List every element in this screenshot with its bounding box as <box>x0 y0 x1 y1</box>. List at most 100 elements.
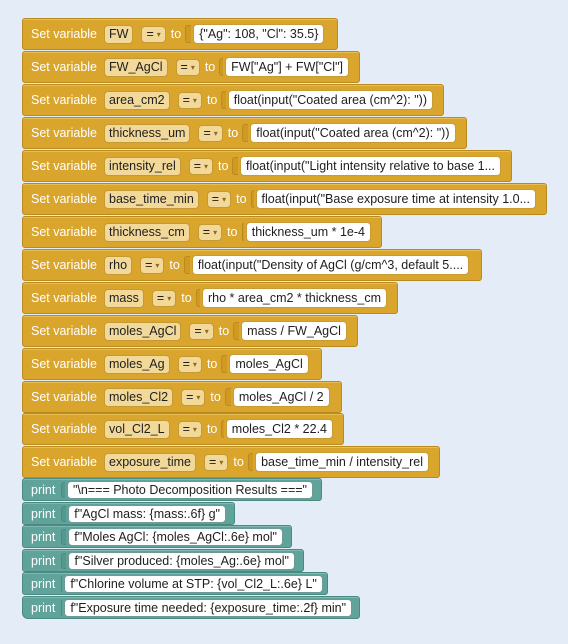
variable-name-field[interactable]: FW_AgCl <box>104 57 168 77</box>
operator-value: = <box>180 59 188 74</box>
print-block[interactable]: print"\n=== Photo Decomposition Results … <box>22 478 322 501</box>
variable-name-field[interactable]: mass <box>104 288 144 308</box>
string-block[interactable]: f"Silver produced: {moles_Ag:.6e} mol" <box>68 551 295 570</box>
expression-text[interactable]: mass / FW_AgCl <box>247 324 341 338</box>
string-text[interactable]: f"Chlorine volume at STP: {vol_Cl2_L:.6e… <box>70 576 317 591</box>
variable-name-field[interactable]: FW <box>104 24 134 44</box>
expression-block[interactable]: float(input("Density of AgCl (g/cm^3, de… <box>191 255 470 275</box>
expression-block[interactable]: rho * area_cm2 * thickness_cm <box>202 288 387 308</box>
expression-text[interactable]: FW["Ag"] + FW["Cl"] <box>231 60 343 74</box>
variable-name-field[interactable]: area_cm2 <box>104 90 170 110</box>
operator-dropdown[interactable]: =▾ <box>204 453 229 471</box>
operator-dropdown[interactable]: =▾ <box>189 322 214 340</box>
expression-text[interactable]: moles_AgCl / 2 <box>238 390 324 404</box>
expression-text[interactable]: float(input("Density of AgCl (g/cm^3, de… <box>197 258 464 272</box>
operator-dropdown[interactable]: =▾ <box>197 223 223 241</box>
expression-block[interactable]: base_time_min / intensity_rel <box>255 452 429 472</box>
expression-block[interactable]: thickness_um * 1e-4 <box>245 222 371 242</box>
string-text[interactable]: "\n=== Photo Decomposition Results ===" <box>72 482 307 497</box>
expression-block[interactable]: float(input("Light intensity relative to… <box>239 156 501 176</box>
set-variable-label: Set variable <box>31 159 98 173</box>
operator-dropdown[interactable]: =▾ <box>141 25 166 43</box>
variable-name-field[interactable]: intensity_rel <box>104 156 181 176</box>
expression-block[interactable]: moles_Cl2 * 22.4 <box>225 419 333 439</box>
expression-text[interactable]: moles_AgCl <box>235 357 303 371</box>
expression-block[interactable]: float(input("Coated area (cm^2): ")) <box>227 90 433 110</box>
expression-text[interactable]: moles_Cl2 * 22.4 <box>231 422 327 436</box>
input-connector <box>250 190 254 208</box>
operator-dropdown[interactable]: =▾ <box>177 355 202 373</box>
operator-dropdown[interactable]: =▾ <box>181 388 206 406</box>
string-text[interactable]: f"Exposure time needed: {exposure_time:.… <box>70 600 347 615</box>
expression-text[interactable]: float(input("Base exposure time at inten… <box>261 192 530 206</box>
variable-name-field[interactable]: vol_Cl2_L <box>104 419 170 439</box>
set-variable-label: Set variable <box>31 225 98 239</box>
operator-value: = <box>182 356 190 371</box>
expression-text[interactable]: float(input("Coated area (cm^2): ")) <box>233 93 427 107</box>
chevron-down-icon: ▾ <box>156 29 161 39</box>
expression-text[interactable]: thickness_um * 1e-4 <box>251 225 365 239</box>
string-text[interactable]: f"Moles AgCl: {moles_AgCl:.6e} mol" <box>74 529 277 544</box>
operator-dropdown[interactable]: =▾ <box>206 190 232 208</box>
string-block[interactable]: f"Chlorine volume at STP: {vol_Cl2_L:.6e… <box>64 574 323 593</box>
variable-name-field[interactable]: thickness_cm <box>104 222 190 242</box>
expression-block[interactable]: mass / FW_AgCl <box>241 321 347 341</box>
string-block[interactable]: f"Moles AgCl: {moles_AgCl:.6e} mol" <box>68 527 283 546</box>
operator-value: = <box>186 389 194 404</box>
expression-block[interactable]: moles_AgCl / 2 <box>232 387 330 407</box>
expression-block[interactable]: FW["Ag"] + FW["Cl"] <box>225 57 349 77</box>
expression-block[interactable]: moles_AgCl <box>229 354 309 374</box>
operator-dropdown[interactable]: =▾ <box>198 124 223 142</box>
operator-dropdown[interactable]: =▾ <box>188 157 214 175</box>
variable-name-field[interactable]: exposure_time <box>104 452 197 472</box>
variable-name-field[interactable]: thickness_um <box>104 123 191 143</box>
variable-name-field[interactable]: moles_AgCl <box>104 321 182 341</box>
print-block[interactable]: print f"AgCl mass: {mass:.6f} g" <box>22 502 235 525</box>
expression-text[interactable]: float(input("Light intensity relative to… <box>245 159 495 173</box>
operator-dropdown[interactable]: =▾ <box>140 256 165 274</box>
variable-name-field[interactable]: moles_Ag <box>104 354 170 374</box>
variable-name-field[interactable]: moles_Cl2 <box>104 387 174 407</box>
variable-name-field[interactable]: rho <box>104 255 133 275</box>
operator-dropdown[interactable]: =▾ <box>177 91 202 109</box>
string-text[interactable]: f"Silver produced: {moles_Ag:.6e} mol" <box>74 553 289 568</box>
variable-name-field[interactable]: base_time_min <box>104 189 199 209</box>
operator-dropdown[interactable]: =▾ <box>151 289 177 307</box>
operator-dropdown[interactable]: =▾ <box>177 420 202 438</box>
operator-value: = <box>202 224 211 239</box>
string-text[interactable]: f"AgCl mass: {mass:.6f} g" <box>74 506 220 521</box>
string-block[interactable]: f"AgCl mass: {mass:.6f} g" <box>68 504 226 523</box>
print-label: print <box>31 506 56 521</box>
expression-block[interactable]: float(input("Base exposure time at inten… <box>255 189 536 209</box>
expression-block[interactable]: float(input("Coated area (cm^2): ")) <box>250 123 456 143</box>
expression-text[interactable]: float(input("Coated area (cm^2): ")) <box>256 126 450 140</box>
string-block[interactable]: "\n=== Photo Decomposition Results ===" <box>66 480 313 499</box>
expression-text[interactable]: rho * area_cm2 * thickness_cm <box>208 291 381 305</box>
expression-text[interactable]: base_time_min / intensity_rel <box>261 455 423 469</box>
string-block[interactable]: f"Exposure time needed: {exposure_time:.… <box>64 598 353 617</box>
operator-dropdown[interactable]: =▾ <box>175 58 200 76</box>
expression-text[interactable]: {"Ag": 108, "Cl": 35.5} <box>199 27 319 41</box>
expression-block[interactable]: {"Ag": 108, "Cl": 35.5} <box>193 24 325 44</box>
to-label: to <box>181 291 192 305</box>
input-connector <box>221 420 224 438</box>
